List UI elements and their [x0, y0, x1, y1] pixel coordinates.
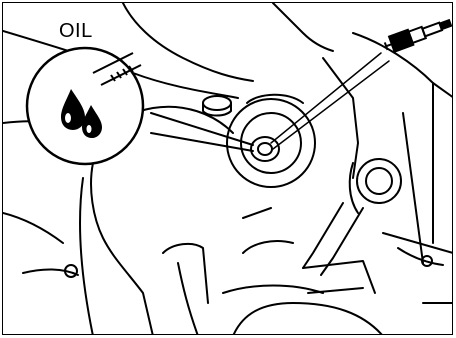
oil-filler-cap	[203, 96, 231, 116]
oil-callout-circle	[27, 48, 143, 164]
spark-plug-icon	[383, 15, 452, 53]
diagram-frame: OIL	[2, 2, 453, 335]
engine-illustration	[3, 3, 453, 335]
ignition-coil	[303, 159, 401, 293]
lower-components	[163, 208, 453, 335]
